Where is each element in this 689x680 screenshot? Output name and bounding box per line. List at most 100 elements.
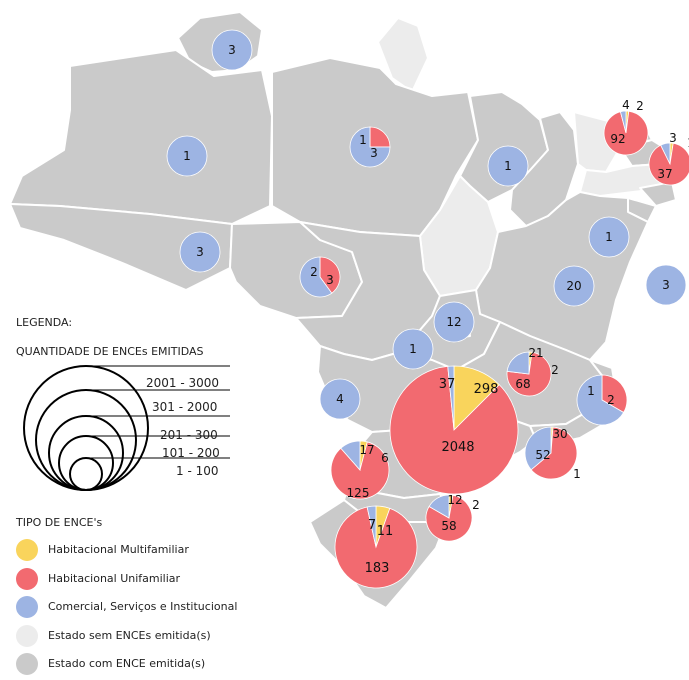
pie-slice-comercial: [211, 29, 253, 71]
pie-5: 1373: [648, 131, 689, 186]
size-class-1: 2001 - 3000: [146, 376, 220, 390]
pie-charts: 3113129241373323132012126821124298204837…: [166, 29, 689, 589]
pie-14: 12: [576, 374, 628, 426]
state-shapes: [9, 11, 677, 609]
pie-label-unifamiliar: 92: [610, 132, 625, 146]
pie-label-unifamiliar: 2048: [441, 440, 474, 455]
pie-label-comercial: 20: [566, 279, 581, 293]
pie-slice-unifamiliar: [369, 126, 391, 148]
pie-slice-comercial: [366, 505, 377, 548]
pie-slice-comercial: [349, 126, 391, 168]
pie-2: 13: [349, 126, 391, 168]
pie-slice-comercial: [319, 378, 361, 420]
pie-slice-unifamiliar: [389, 365, 519, 495]
pie-label-comercial: 2: [607, 393, 615, 407]
pie-slice-comercial: [645, 264, 687, 306]
pie-slice-comercial: [524, 426, 552, 471]
pie-11: 12: [433, 301, 475, 343]
pie-slice-unifamiliar: [601, 374, 628, 414]
pie-1: 1: [166, 135, 208, 177]
pie-slice-comercial: [447, 365, 455, 431]
legend-label: Estado com ENCE emitida(s): [48, 657, 206, 670]
legend-label: Estado sem ENCEs emitida(s): [48, 629, 211, 642]
pie-label-unifamiliar: 1: [587, 384, 595, 398]
pie-slice-comercial: [506, 351, 530, 375]
pie-label-unifamiliar: 68: [515, 377, 530, 391]
pie-3: 1: [487, 145, 529, 187]
pie-20: 11 183 7: [334, 505, 418, 589]
pie-label-multifamiliar: 11: [377, 524, 394, 539]
pie-slice-comercial: [392, 328, 434, 370]
pie-label-multifamiliar: 6: [381, 451, 389, 465]
pie-label-comercial: 3: [669, 131, 677, 145]
swatch-multifamiliar: [16, 539, 38, 561]
legend-size-circle-0: [23, 365, 149, 491]
pie-8: 1: [588, 216, 630, 258]
pie-label-comercial: 7: [368, 518, 376, 533]
state-al: [639, 181, 677, 207]
pie-9: 3: [645, 264, 687, 306]
pie-label-comercial: 3: [370, 146, 378, 160]
pie-slice-comercial: [553, 265, 595, 307]
pie-label-multifamiliar: 2: [472, 498, 480, 512]
pie-4: 2 92 4: [603, 98, 649, 156]
pie-slice-comercial: [428, 494, 450, 519]
swatch-state-without: [16, 625, 38, 647]
pie-slice-unifamiliar: [530, 426, 578, 480]
swatch-state-with: [16, 653, 38, 675]
legend-size-circle-4: [69, 457, 103, 491]
pie-label-multifamiliar: 2: [551, 363, 559, 377]
pie-slice-comercial: [433, 301, 475, 343]
legend-label: Habitacional Unifamiliar: [48, 572, 181, 585]
size-class-4: 101 - 200: [162, 446, 220, 460]
pie-slice-comercial: [340, 440, 361, 472]
pie-slice-comercial: [179, 231, 221, 273]
pie-0: 3: [211, 29, 253, 71]
size-class-2: 301 - 2000: [152, 400, 218, 414]
swatch-unifamiliar: [16, 568, 38, 590]
pie-label-comercial: 3: [662, 278, 670, 292]
legend-size-circles: [23, 365, 230, 491]
legend-quantity-title: QUANTIDADE DE ENCEs EMITIDAS: [16, 345, 204, 358]
pie-label-multifamiliar: 2: [636, 99, 644, 113]
legend-label: Comercial, Serviços e Institucional: [48, 600, 238, 613]
pie-slice-comercial: [588, 216, 630, 258]
pie-label-comercial: 3: [326, 273, 334, 287]
pie-slice-comercial: [619, 110, 627, 134]
pie-slice-unifamiliar: [603, 110, 649, 156]
pie-label-comercial: 17: [359, 443, 374, 457]
pie-label-unifamiliar: 58: [441, 519, 456, 533]
pie-label-comercial: 4: [622, 98, 630, 112]
pie-10: 20: [553, 265, 595, 307]
pie-label-unifamiliar: 37: [657, 167, 672, 181]
pie-slice-comercial: [166, 135, 208, 177]
pie-12: 1: [392, 328, 434, 370]
pie-label-unifamiliar: 1: [359, 133, 367, 147]
pie-slice-unifamiliar: [648, 142, 689, 186]
pie-label-comercial: 37: [439, 377, 456, 392]
state-acre: [9, 203, 233, 291]
pie-slice-comercial: [487, 145, 529, 187]
pie-slice-unifamiliar: [334, 506, 418, 589]
state-amazonas: [9, 49, 273, 225]
pie-label-comercial: 3: [228, 43, 236, 57]
pie-label-comercial: 1: [605, 230, 613, 244]
pie-label-comercial: 1: [409, 342, 417, 356]
pie-label-unifamiliar: 2: [310, 265, 318, 279]
legend-title: LEGENDA:: [16, 316, 73, 329]
pie-7: 23: [299, 256, 341, 298]
pie-slice-comercial: [299, 256, 333, 298]
pie-slice-comercial: [576, 374, 625, 426]
pie-label-comercial: 1: [183, 149, 191, 163]
pie-6: 3: [179, 231, 221, 273]
legend-size-circle-3: [58, 435, 114, 491]
pie-label-unifamiliar: 52: [535, 448, 550, 462]
pie-label-unifamiliar: 183: [365, 561, 390, 576]
size-class-5: 1 - 100: [176, 464, 219, 478]
